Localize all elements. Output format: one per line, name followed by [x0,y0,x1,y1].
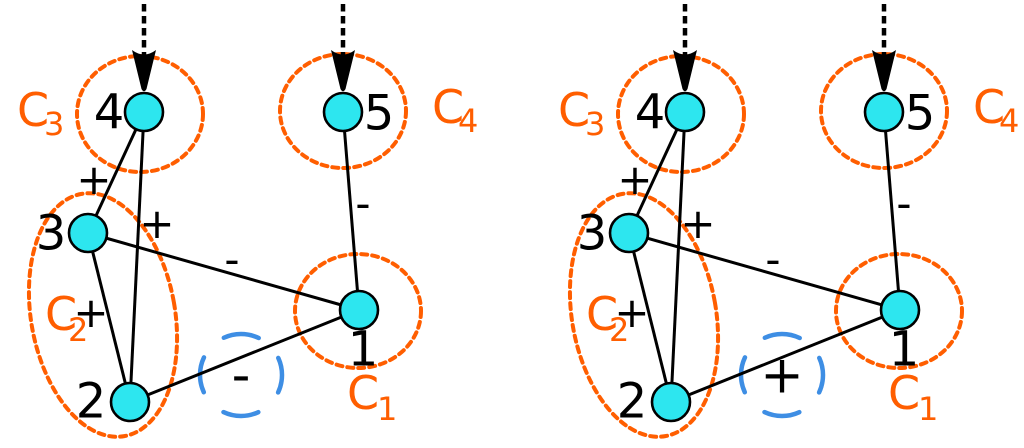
cluster-label-C3: C [17,83,49,137]
edge-4-3 [86,111,146,234]
cluster-label-C1: C [888,366,920,420]
node-circle-1 [338,289,380,331]
cluster-label-C2: C [586,287,618,341]
edge-sign-5-1: - [896,179,911,228]
edge-3-1 [628,231,901,312]
edge-2-1 [129,308,360,404]
edge-4-2 [128,111,146,403]
input-arrow-head-icon-node-4 [132,50,156,92]
node-circle-4 [664,91,706,133]
cluster-label-sub-C1: 1 [918,390,938,428]
node-label-5: 5 [905,85,936,141]
node-label-3: 3 [577,205,608,261]
edge-sign-5-1: - [355,179,370,228]
node-circle-3 [67,212,109,254]
node-circle-3 [608,212,650,254]
cluster-label-sub-C2: 2 [609,311,629,349]
edge-sign-3-1: - [765,235,780,284]
node-label-1: 1 [348,321,379,377]
cluster-label-sub-C2: 2 [68,311,88,349]
node-label-2: 2 [76,373,107,429]
node-circle-2 [650,381,692,423]
edge-sign-3-2: + [614,288,649,337]
edge-5-1 [882,111,902,311]
node-label-4: 4 [635,84,666,140]
highlight-sign-right: + [760,346,804,406]
cluster-ellipse-C1 [293,252,423,370]
cluster-label-sub-C3: 3 [44,105,64,143]
node-circle-5 [863,91,905,133]
node-circle-2 [109,381,151,423]
cluster-label-C4: C [973,80,1005,134]
input-arrow-head-icon-node-5 [872,50,896,92]
node-label-5: 5 [364,85,395,141]
cluster-label-C4: C [432,80,464,134]
cluster-label-sub-C1: 1 [377,390,397,428]
node-circle-5 [322,91,364,133]
edge-3-1 [87,231,360,312]
edge-4-3 [627,111,687,234]
input-arrow-head-icon-node-5 [331,50,355,92]
edge-4-2 [669,111,687,403]
cluster-label-sub-C4: 4 [999,102,1019,140]
edge-3-2 [627,232,673,403]
edge-sign-3-1: - [224,235,239,284]
edge-5-1 [341,111,361,311]
edge-sign-3-2: + [73,288,108,337]
node-label-4: 4 [94,84,125,140]
node-label-1: 1 [889,321,920,377]
edge-sign-4-2: + [680,199,715,248]
cluster-label-sub-C3: 3 [585,105,605,143]
cluster-label-C2: C [45,287,77,341]
cluster-ellipse-C1 [834,252,964,370]
cluster-label-C3: C [558,83,590,137]
node-circle-1 [879,289,921,331]
highlight-sign-left: - [232,346,251,406]
edge-3-2 [86,232,132,403]
input-arrow-head-icon-node-4 [673,50,697,92]
edge-sign-4-3: + [76,155,111,204]
node-label-2: 2 [617,373,648,429]
edge-2-1 [670,308,901,404]
cluster-ellipse-C2 [26,191,180,439]
edge-sign-4-2: + [139,199,174,248]
cluster-label-C1: C [347,366,379,420]
edge-sign-4-3: + [617,155,652,204]
node-circle-4 [123,91,165,133]
cluster-label-sub-C4: 4 [458,102,478,140]
node-label-3: 3 [36,205,67,261]
cluster-ellipse-C2 [567,191,721,439]
